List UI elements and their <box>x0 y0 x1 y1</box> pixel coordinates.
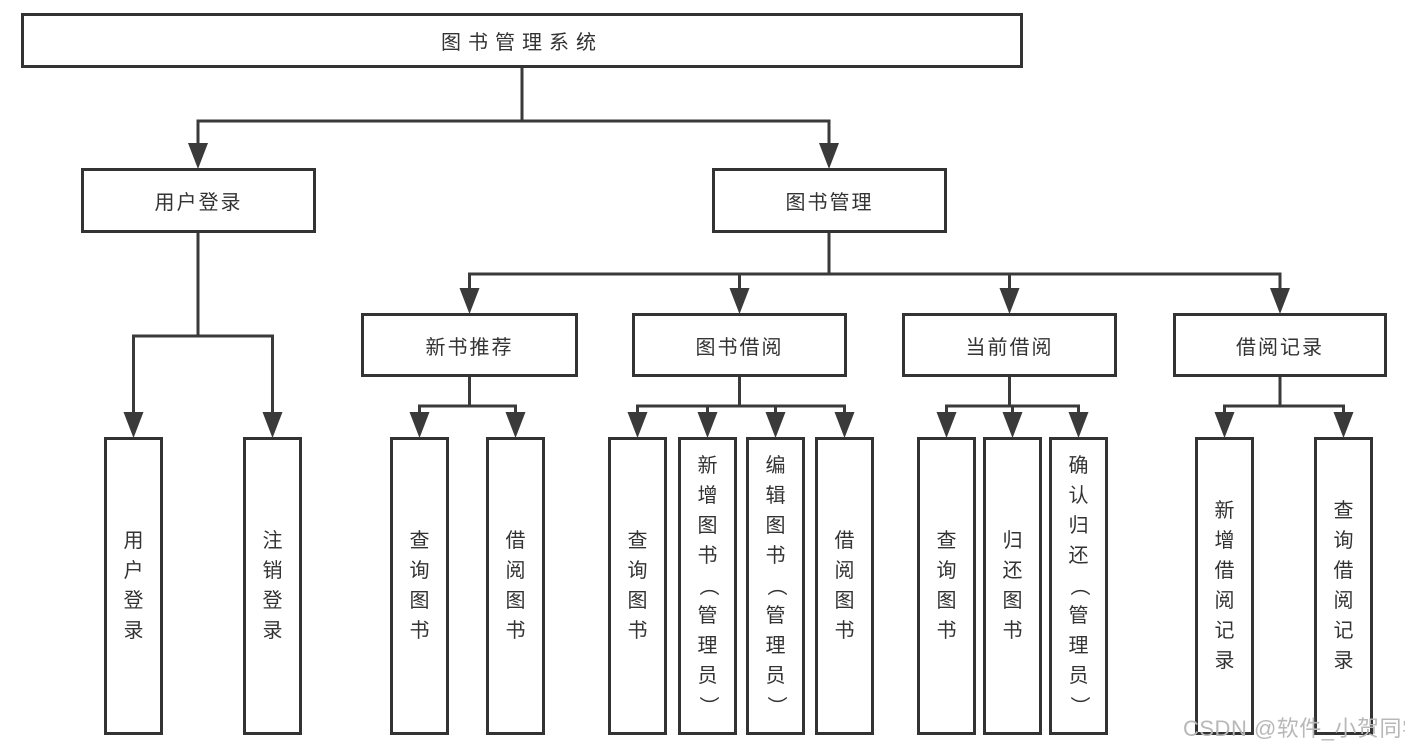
leaf-logout: 注销登录 <box>243 437 302 735</box>
leaf-query-books-recommend: 查询图书 <box>390 437 449 735</box>
node-label: 新增图书（管理员） <box>696 455 719 716</box>
node-current-borrowing: 当前借阅 <box>902 313 1117 377</box>
leaf-query-books-current: 查询图书 <box>917 437 976 735</box>
node-label: 编辑图书（管理员） <box>764 455 787 716</box>
node-label: 借阅图书 <box>834 530 855 642</box>
node-label: 查询图书 <box>627 530 648 642</box>
leaf-borrow-books-recommend: 借阅图书 <box>486 437 545 735</box>
leaf-query-borrow-record: 查询借阅记录 <box>1314 437 1373 735</box>
node-label: 用户登录 <box>123 530 144 642</box>
node-user-login: 用户登录 <box>81 168 316 233</box>
node-label: 用户登录 <box>154 192 243 214</box>
leaf-query-books-borrowing: 查询图书 <box>608 437 667 735</box>
node-label: 图书管理 <box>785 192 874 214</box>
node-borrowing-records: 借阅记录 <box>1173 313 1387 377</box>
node-library-management-system: 图书管理系统 <box>21 13 1023 68</box>
node-label: 确认归还（管理员） <box>1067 455 1090 716</box>
node-label: 当前借阅 <box>965 336 1054 359</box>
node-label: 归还图书 <box>1002 530 1023 642</box>
leaf-borrow-books-borrowing: 借阅图书 <box>815 437 874 735</box>
leaf-add-books-admin: 新增图书（管理员） <box>678 437 737 735</box>
node-label: 查询图书 <box>409 530 430 642</box>
leaf-confirm-return-admin: 确认归还（管理员） <box>1049 437 1108 735</box>
node-label: 借阅图书 <box>505 530 526 642</box>
node-book-management: 图书管理 <box>712 168 947 233</box>
node-label: 借阅记录 <box>1236 336 1324 359</box>
leaf-edit-books-admin: 编辑图书（管理员） <box>746 437 805 735</box>
node-label: 注销登录 <box>262 530 283 642</box>
node-label: 图书借阅 <box>695 336 784 359</box>
leaf-return-books: 归还图书 <box>983 437 1042 735</box>
node-label: 查询借阅记录 <box>1333 500 1354 672</box>
node-new-book-recommendation: 新书推荐 <box>361 313 578 377</box>
node-label: 新书推荐 <box>425 336 514 359</box>
leaf-add-borrow-record: 新增借阅记录 <box>1195 437 1254 735</box>
node-label: 查询图书 <box>936 530 957 642</box>
node-book-borrowing: 图书借阅 <box>632 313 847 377</box>
node-label: 图书管理系统 <box>441 32 603 54</box>
csdn-watermark: CSDN @软件_小贺同学 <box>1183 716 1405 741</box>
node-label: 新增借阅记录 <box>1214 500 1235 672</box>
leaf-user-login: 用户登录 <box>104 437 163 735</box>
